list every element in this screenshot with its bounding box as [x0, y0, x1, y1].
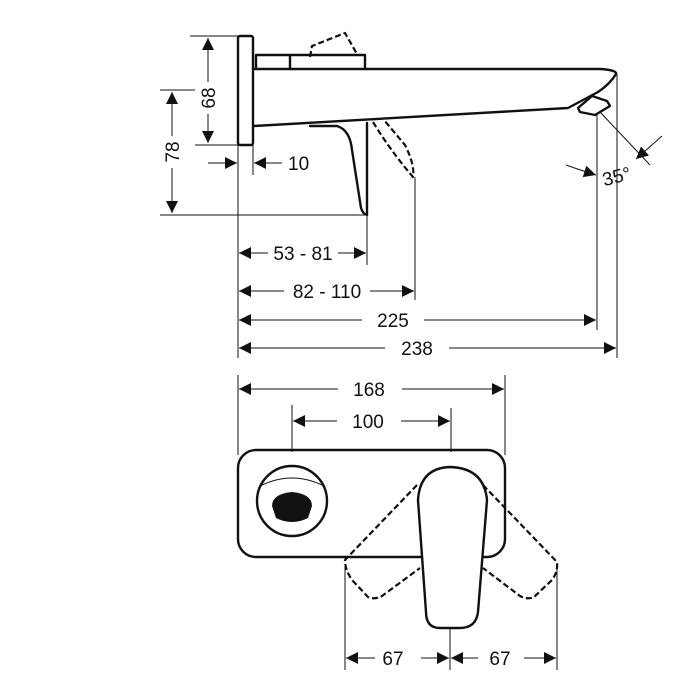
dim-label-168: 168 — [353, 380, 385, 401]
lever-dashed-right — [482, 484, 559, 600]
wall-plate — [236, 34, 255, 147]
dim-label-78: 78 — [163, 141, 184, 162]
front-view: 168 100 67 67 — [236, 375, 559, 670]
cover-plate — [236, 448, 507, 559]
lever-down — [308, 121, 369, 217]
dim-label-53-81: 53 - 81 — [273, 244, 332, 265]
extension-lines-front — [237, 375, 558, 670]
angle-arrow-right — [635, 135, 663, 160]
dim-label-100: 100 — [352, 412, 384, 433]
spout-body — [252, 67, 618, 128]
dim-label-82-110: 82 - 110 — [293, 282, 361, 303]
dim-label-10: 10 — [288, 154, 309, 175]
dim-label-angle: 35° — [600, 164, 633, 192]
angle-arrow-left — [565, 164, 597, 178]
dim-label-68: 68 — [199, 87, 220, 108]
lever-handle — [416, 465, 489, 630]
side-view: 68 78 10 53 - 81 82 - 110 225 238 35° — [160, 31, 663, 360]
extension-lines — [160, 35, 651, 358]
dim-label-67-left: 67 — [382, 649, 403, 670]
dim-label-225: 225 — [377, 311, 409, 332]
dim-label-238: 238 — [401, 339, 433, 360]
dim-label-67-right: 67 — [489, 649, 510, 670]
temperature-knob — [255, 464, 329, 538]
mixer-housing — [254, 53, 367, 71]
lever-dashed — [372, 119, 415, 179]
aerator — [576, 94, 612, 117]
lever-dashed-left — [343, 484, 421, 600]
handle-tilted-dashed — [308, 31, 358, 58]
